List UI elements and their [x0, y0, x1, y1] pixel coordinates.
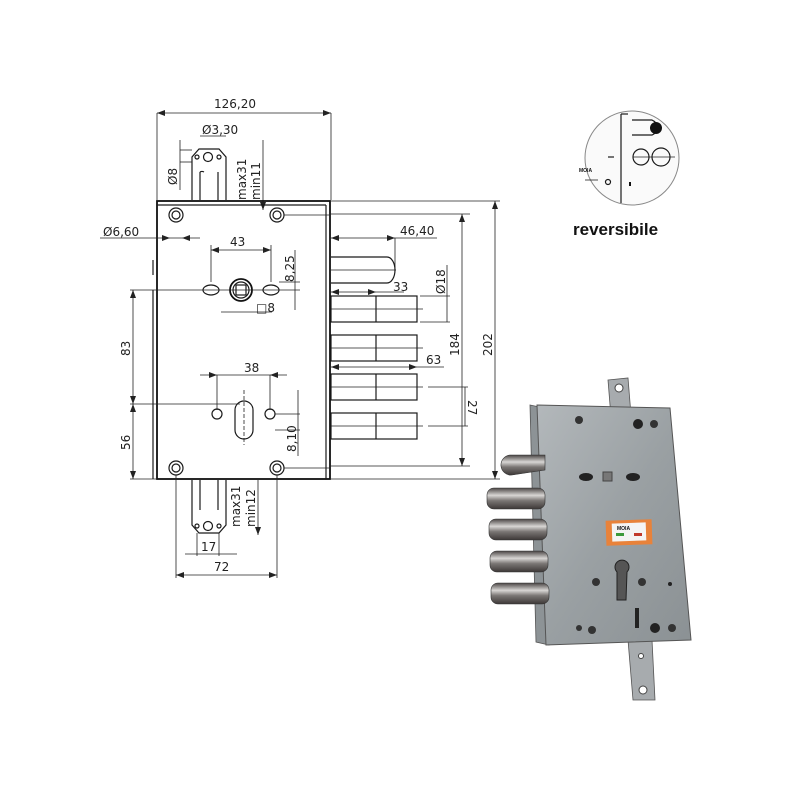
svg-text:min12: min12	[244, 489, 258, 527]
reversible-inset: MOIA reversibile	[573, 110, 680, 239]
handle-spindle: 43 8,25 □8	[130, 235, 300, 315]
lock-body-outline	[152, 200, 331, 480]
top-strike-plate: Ø3,30 Ø8 max31 min11	[166, 123, 266, 210]
svg-text:126,20: 126,20	[214, 97, 256, 111]
svg-text:17: 17	[201, 540, 216, 554]
svg-text:MOIA: MOIA	[579, 168, 592, 174]
lock-product-photo: MOIA	[486, 377, 692, 701]
svg-text:MOIA: MOIA	[617, 526, 630, 532]
svg-text:43: 43	[230, 235, 245, 249]
svg-text:Ø3,30: Ø3,30	[202, 123, 238, 137]
svg-text:184: 184	[448, 333, 462, 356]
svg-text:min11: min11	[249, 162, 263, 200]
svg-text:56: 56	[119, 435, 133, 450]
fixing-screws	[168, 207, 330, 476]
bottom-strike-plate: max31 min12 17 72	[175, 475, 278, 578]
svg-text:max31: max31	[229, 486, 243, 527]
svg-text:38: 38	[244, 361, 259, 375]
dim-overall-width: 126,20	[156, 97, 332, 200]
svg-text:8,25: 8,25	[283, 255, 297, 282]
svg-text:max31: max31	[235, 159, 249, 200]
svg-text:33: 33	[393, 280, 408, 294]
latch-and-bolts: 46,40 33 Ø18 63 27 184	[330, 200, 500, 480]
cylinder-cutout: 38 8,10	[200, 361, 300, 456]
svg-text:46,40: 46,40	[400, 224, 434, 238]
svg-text:Ø18: Ø18	[434, 269, 448, 294]
svg-text:27: 27	[465, 400, 479, 415]
svg-text:8,10: 8,10	[285, 425, 299, 452]
svg-text:Ø6,60: Ø6,60	[103, 225, 139, 239]
dim-backset-upper: 83	[119, 290, 240, 405]
dim-fixing-hole: Ø6,60	[100, 225, 200, 241]
svg-text:□8: □8	[256, 301, 275, 315]
svg-text:72: 72	[214, 560, 229, 574]
reversibile-caption: reversibile	[573, 220, 658, 239]
dim-backset-lower: 56	[119, 404, 157, 480]
svg-text:63: 63	[426, 353, 441, 367]
svg-text:202: 202	[481, 333, 495, 356]
svg-text:83: 83	[119, 341, 133, 356]
svg-text:Ø8: Ø8	[166, 168, 180, 185]
